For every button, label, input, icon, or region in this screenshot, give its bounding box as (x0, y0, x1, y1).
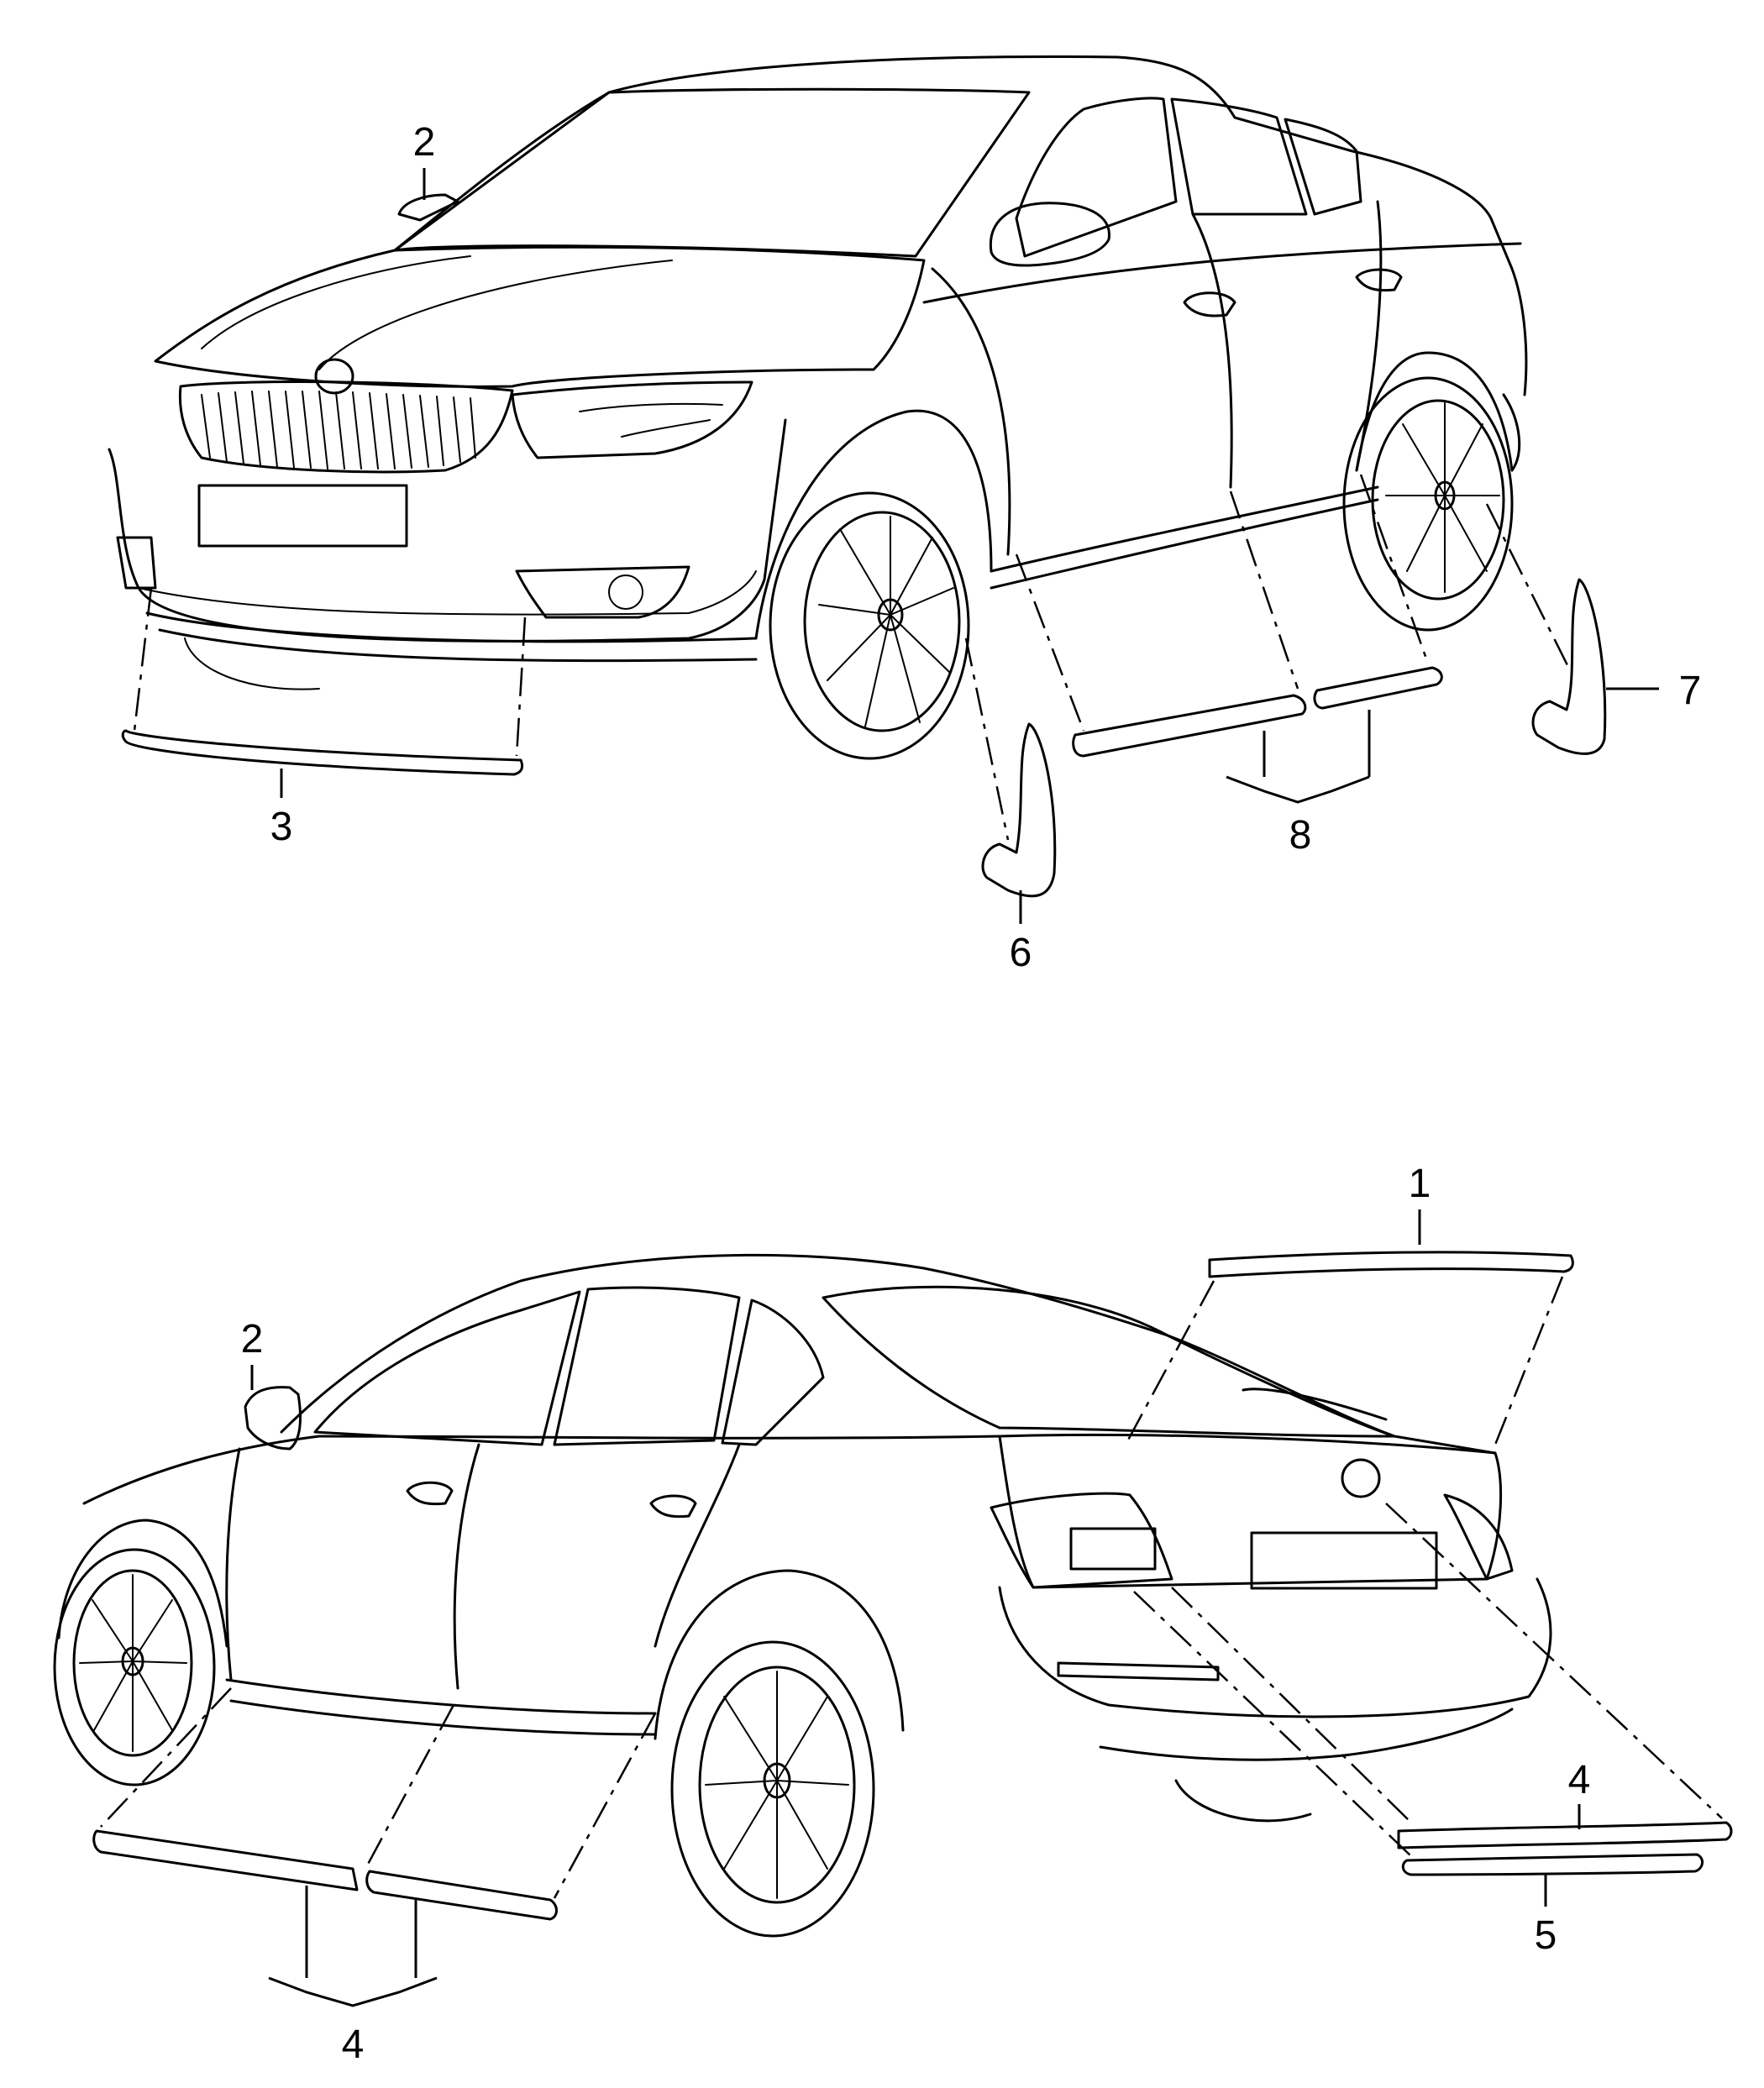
svg-text:7: 7 (1679, 669, 1702, 713)
svg-text:6: 6 (1010, 931, 1032, 975)
svg-text:1: 1 (1409, 1162, 1431, 1206)
rear-badge (1341, 1458, 1381, 1498)
windshield (393, 87, 1031, 258)
right-taillight (1443, 1493, 1514, 1581)
rear-view-front-tire (53, 1548, 216, 1786)
hood (154, 245, 926, 388)
rear-door-line-2 (453, 1443, 480, 1690)
headlight (511, 380, 753, 459)
rear-side-window (1170, 97, 1308, 216)
front-mudflap-part (964, 637, 1057, 898)
rear-sill (225, 1678, 657, 1736)
rear-front-window (313, 1290, 581, 1446)
front-rim (803, 511, 961, 732)
shoulder-line (922, 242, 1522, 304)
front-rim-spokes (818, 516, 954, 727)
rear-license-plate (1250, 1531, 1438, 1590)
front-badge (314, 358, 354, 395)
hood-crease-left (201, 255, 471, 349)
rear-bumper-trim-parts (1133, 1503, 1733, 1876)
car-rear-view (53, 1253, 1552, 1938)
svg-text:5: 5 (1535, 1913, 1557, 1958)
rear-diffuser (1099, 1708, 1514, 1761)
rear-underbody (1174, 1779, 1312, 1823)
hood-crease-right (318, 260, 673, 370)
callout-rear-bumper-trim-upper: 4 (1568, 1758, 1591, 1829)
rear-mudflap-part (1485, 503, 1607, 755)
rear-tire (1342, 376, 1514, 632)
tailgate-trim-part (1124, 1251, 1574, 1445)
rear-view-front-spokes (79, 1574, 187, 1752)
fog-light-left (116, 536, 157, 590)
svg-text:3: 3 (270, 805, 293, 849)
taillight-lens (1069, 1527, 1157, 1571)
front-side-window (1015, 97, 1178, 258)
rear-view-rear-spokes (705, 1671, 849, 1899)
front-splitter (145, 611, 758, 663)
front-wheel-arch (754, 409, 993, 640)
rear-view-rear-arch (654, 1569, 905, 1740)
rear-view-side-mirror (244, 1386, 302, 1451)
rear-quarter-window (721, 1298, 825, 1446)
front-grille (178, 380, 514, 474)
sill-line (990, 485, 1379, 573)
fog-light-right (515, 565, 690, 619)
rear-rim (1371, 399, 1505, 601)
rear-bumper-edge (1502, 393, 1521, 472)
front-bumper-lower-edge (138, 570, 757, 616)
callout-front-bumper-trim: 3 (270, 769, 293, 849)
rear-roof-outline (280, 1253, 1497, 1455)
door-line-rear (1191, 212, 1233, 489)
rear-view-rear-tire (670, 1640, 875, 1938)
sill-lower (990, 498, 1379, 590)
callout-front-mudflap: 6 (1010, 890, 1032, 975)
trunk-lid (998, 1433, 1503, 1589)
rear-reflector (1057, 1661, 1220, 1681)
left-taillight (990, 1492, 1173, 1589)
svg-text:2: 2 (241, 1317, 264, 1361)
rear-door-line-1 (225, 1447, 241, 1681)
rear-rim-spokes (1385, 402, 1500, 593)
svg-text:4: 4 (1568, 1758, 1591, 1802)
rear-view-front-rim (72, 1569, 193, 1757)
rear-door-handle-2 (649, 1494, 697, 1519)
callout-rear-mudflap: 7 (1606, 669, 1701, 713)
sill-trim-front-parts (1015, 474, 1443, 758)
callout-tailgate-trim: 1 (1409, 1162, 1431, 1245)
callout-sill-trim-front: 8 (1226, 710, 1371, 858)
rear-shoulder (82, 1435, 1001, 1505)
rear-door-handle (1355, 268, 1403, 292)
sill-trim-rear-parts (92, 1687, 657, 1921)
callout-rear-bumper-trim-lower: 5 (1535, 1875, 1557, 1958)
front-underbody (184, 637, 320, 690)
rear-windshield (822, 1285, 1396, 1438)
headlight-detail (579, 402, 723, 438)
callout-rear-mirror: 2 (241, 1317, 264, 1390)
car-front-view (108, 55, 1528, 760)
roof-outline (393, 55, 1528, 396)
rear-view-front-arch (57, 1519, 228, 1648)
callout-top-mirror: 2 (413, 120, 436, 200)
front-door-handle (1183, 291, 1236, 317)
quarter-window (1284, 118, 1362, 216)
front-bumper-trim-part (121, 587, 527, 776)
svg-text:4: 4 (342, 2022, 365, 2067)
svg-text:2: 2 (413, 120, 436, 165)
rear-door-handle-1 (406, 1481, 454, 1506)
side-mirror (989, 202, 1110, 267)
fog-light-lamp (608, 574, 643, 610)
front-license-plate (197, 484, 408, 548)
front-tire (769, 491, 970, 760)
door-line-front (931, 267, 1011, 556)
rear-rear-window (553, 1286, 741, 1446)
callout-sill-trim-rear: 4 (268, 1886, 438, 2067)
rear-view-rear-rim (698, 1666, 856, 1904)
rear-door-line-3 (654, 1443, 741, 1648)
grille-slats (201, 391, 476, 470)
svg-text:8: 8 (1289, 813, 1312, 858)
front-bumper (108, 418, 787, 643)
rear-spoiler (1242, 1388, 1388, 1421)
rear-bumper (998, 1577, 1552, 1718)
